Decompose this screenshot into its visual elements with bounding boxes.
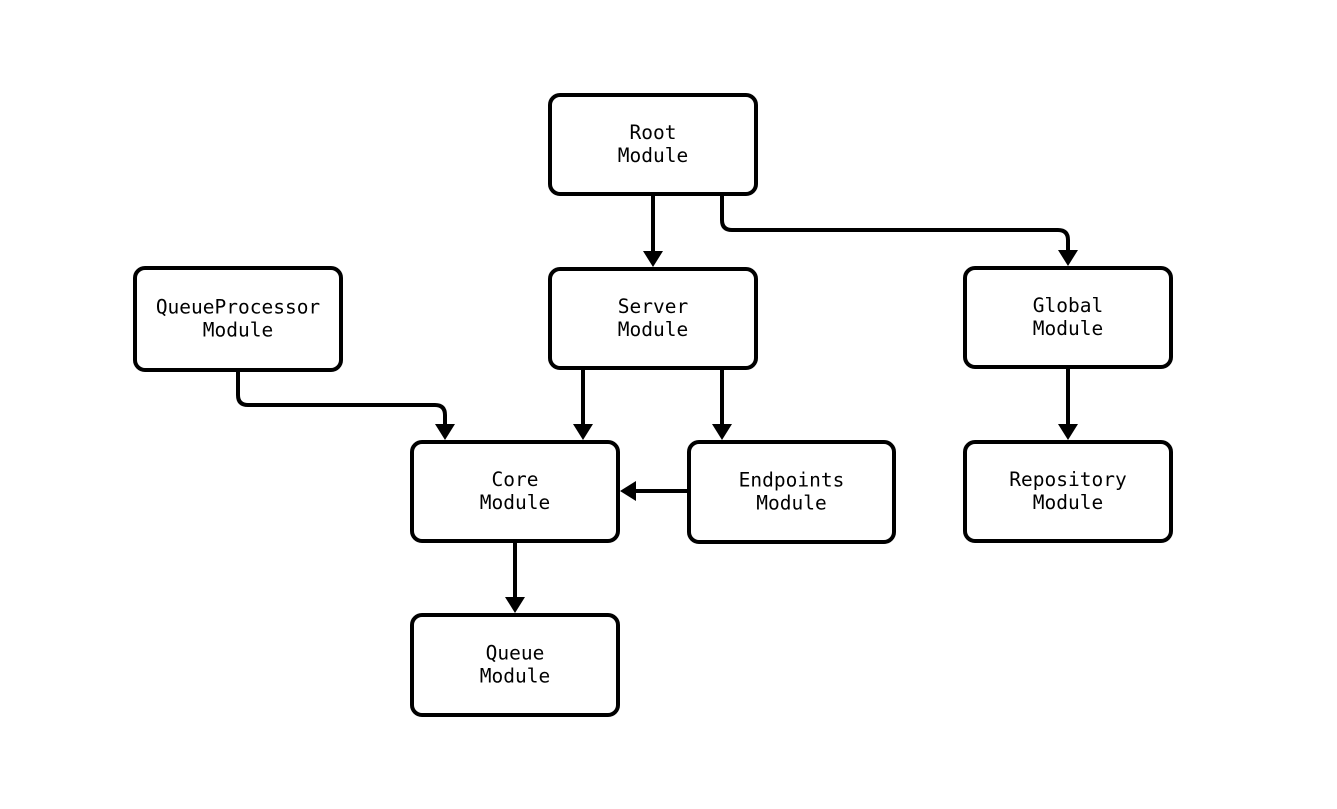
node-label-line1: Core (492, 468, 539, 491)
arrowhead-icon (1058, 424, 1078, 440)
arrowhead-icon (1058, 250, 1078, 266)
node-label-line1: Global (1033, 294, 1103, 317)
node-label-line1: Repository (1009, 468, 1126, 491)
node-box[interactable] (687, 440, 896, 544)
node-label-line2: Module (618, 143, 688, 166)
node-box[interactable] (133, 266, 343, 372)
edge-core-to-queue (505, 543, 525, 613)
edge-line (720, 196, 1070, 250)
edge-line (236, 372, 447, 424)
edges-layer (236, 196, 1078, 613)
arrowhead-icon (505, 597, 525, 613)
edge-queueprocessor-to-core (236, 372, 455, 440)
node-label-line2: Module (480, 664, 550, 687)
node-box[interactable] (963, 266, 1173, 369)
node-label-line2: Module (203, 318, 273, 341)
node-label-line1: Root (630, 121, 677, 144)
arrowhead-icon (620, 481, 636, 501)
arrowhead-icon (435, 424, 455, 440)
node-box[interactable] (548, 267, 758, 370)
arrowhead-icon (712, 424, 732, 440)
edge-endpoints-to-core (620, 481, 687, 501)
node-label-line2: Module (1033, 316, 1103, 339)
edge-root-to-global (720, 196, 1078, 266)
node-label-line2: Module (1033, 490, 1103, 513)
arrowhead-icon (573, 424, 593, 440)
arrowhead-icon (643, 251, 663, 267)
node-label-line1: Server (618, 295, 688, 318)
node-label-line2: Module (480, 490, 550, 513)
node-label-line2: Module (756, 491, 826, 514)
edge-root-to-server (643, 196, 663, 267)
edge-server-to-endpoints (712, 370, 732, 440)
edge-server-to-core (573, 370, 593, 440)
node-label-line1: Endpoints (739, 468, 845, 491)
node-box[interactable] (548, 93, 758, 196)
node-label-line2: Module (618, 317, 688, 340)
edge-global-to-repository (1058, 369, 1078, 440)
node-box[interactable] (410, 613, 620, 717)
node-label-line1: QueueProcessor (156, 295, 320, 318)
node-box[interactable] (410, 440, 620, 543)
node-box[interactable] (963, 440, 1173, 543)
node-label-line1: Queue (486, 641, 545, 664)
